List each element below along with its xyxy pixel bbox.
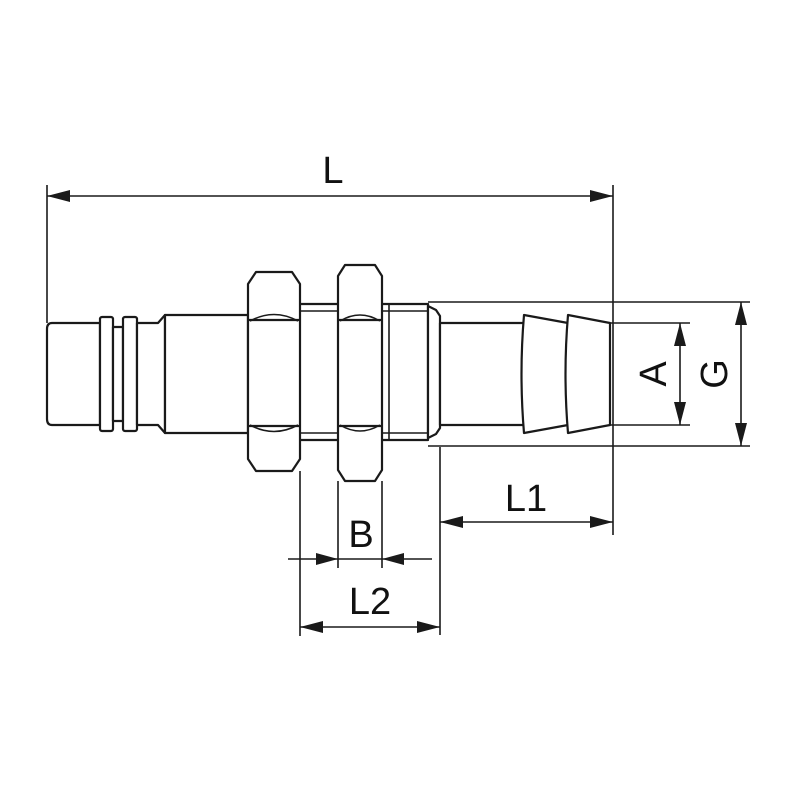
dimension-A: A (610, 322, 690, 426)
hex-nut-right (336, 263, 384, 483)
coupling-plug (45, 263, 612, 483)
thread-chamfer (426, 304, 442, 440)
dimension-label-A: A (633, 361, 675, 387)
hex-nut-arc (249, 424, 299, 433)
dimension-B: B (288, 481, 432, 568)
dimension-label-G: G (694, 359, 736, 389)
arrow-head (590, 516, 613, 528)
barb-ring-right (564, 313, 612, 435)
dimension-L1: L1 (439, 447, 613, 635)
dimension-lines: L L1 B L2 (46, 150, 750, 636)
arrow-head (674, 323, 686, 346)
dimension-G: G (428, 301, 750, 447)
hex-nut-arc (339, 314, 381, 322)
arrow-head (440, 516, 463, 528)
dimension-label-B: B (348, 514, 373, 556)
hex-nut-arc (249, 313, 299, 322)
arrow-head (417, 621, 440, 633)
plug-groove-ring-right (121, 315, 139, 433)
arrow-head (735, 302, 747, 325)
plug-tip (45, 321, 102, 427)
plug-groove-ring-left (98, 315, 115, 433)
arrow-head (590, 190, 613, 202)
plug-collar-taper (135, 313, 167, 435)
barb-stem (438, 321, 526, 427)
dimension-label-L: L (322, 150, 343, 192)
arrow-head (382, 553, 404, 565)
plug-body (163, 313, 250, 435)
dimension-L: L (46, 150, 614, 535)
arrow-head (316, 553, 338, 565)
plug-groove-neck (111, 325, 125, 423)
hex-nut-arc (339, 424, 381, 432)
hex-nut-left (246, 270, 302, 473)
dimension-label-L1: L1 (505, 478, 547, 520)
arrow-head (735, 423, 747, 446)
arrow-head (47, 190, 70, 202)
arrow-head (674, 402, 686, 425)
barb-ring-left (520, 313, 570, 435)
arrow-head (300, 621, 323, 633)
dimension-label-L2: L2 (349, 581, 391, 623)
dimension-L2: L2 (299, 471, 440, 636)
